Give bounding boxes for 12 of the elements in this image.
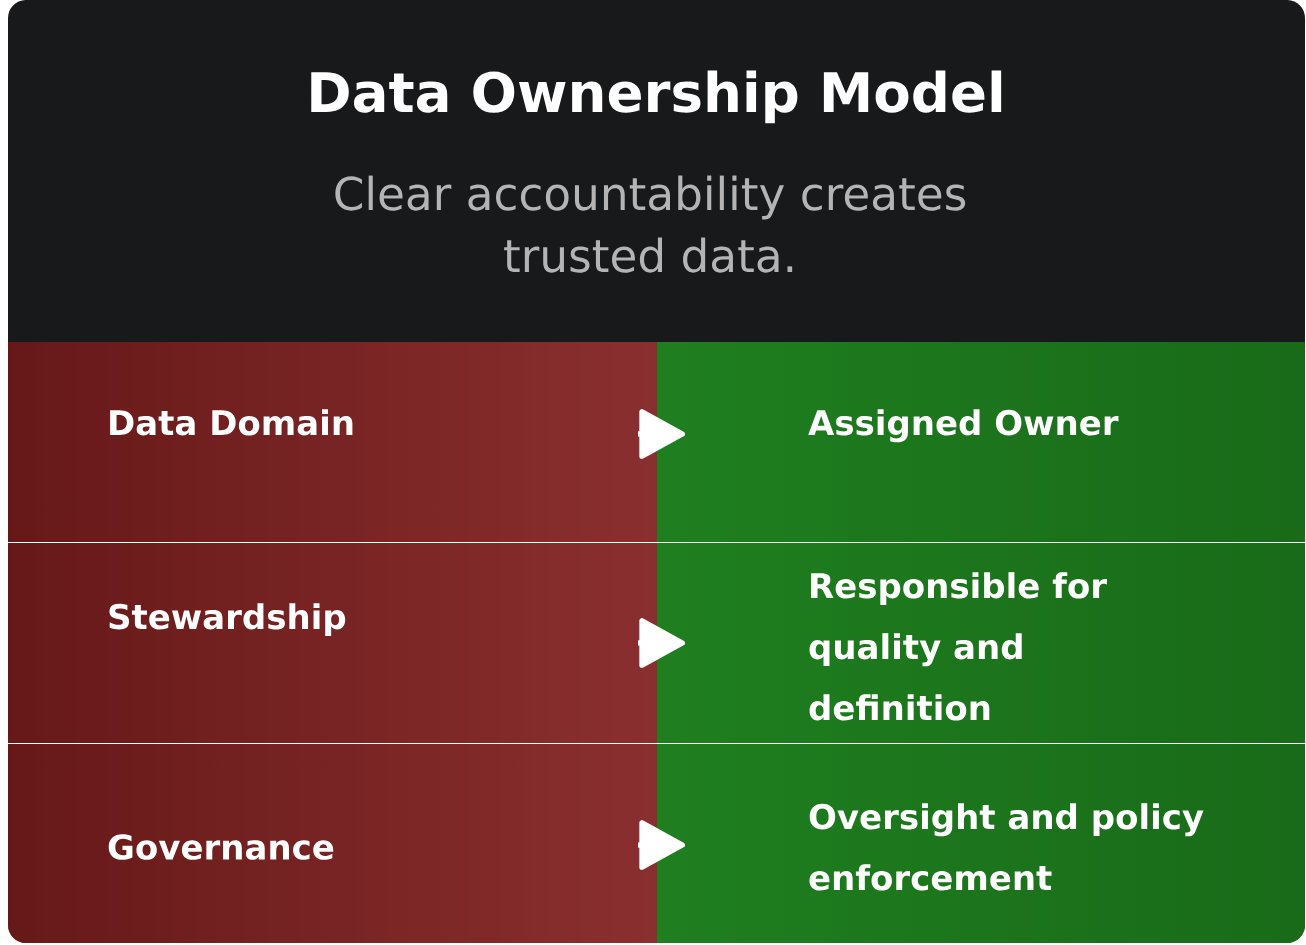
description-cell: Responsible for quality and definition	[657, 543, 1305, 743]
row-label-cell: Data Domain	[8, 342, 657, 542]
node-label: Oversight and policy enforcement	[809, 803, 1204, 891]
arrow	[638, 409, 685, 459]
row-label-cell: Stewardship	[8, 543, 657, 743]
row-label-cell: Governance	[8, 744, 657, 943]
subtitle: Clear accountability creates trusted data.	[335, 175, 966, 273]
description-cell: Assigned Owner	[657, 342, 1305, 542]
description-cell: Oversight and policy enforcement	[657, 744, 1305, 943]
arrow	[638, 618, 685, 668]
arrow	[638, 820, 685, 870]
title: Data Ownership Model	[311, 70, 1002, 124]
